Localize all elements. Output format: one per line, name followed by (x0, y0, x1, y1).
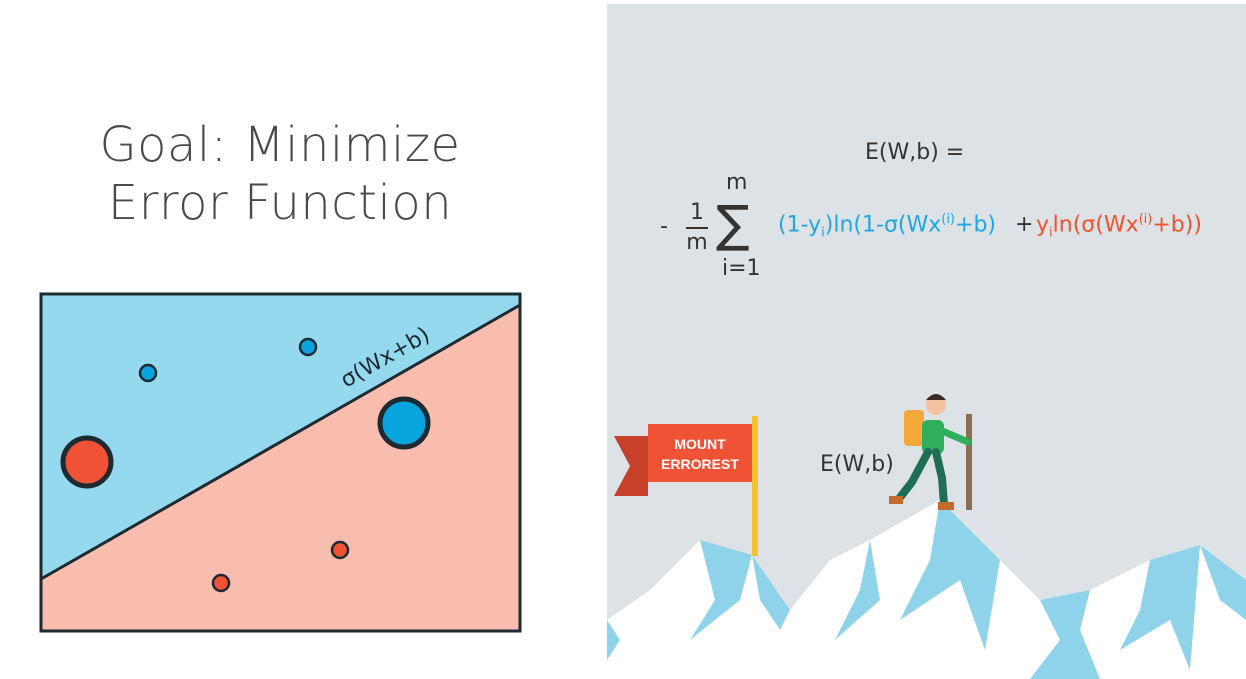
formula-plus: + (1015, 212, 1034, 237)
ice-shadow-4 (835, 540, 880, 640)
sum-lower-limit: i=1 (722, 256, 761, 281)
flag-pole (752, 416, 758, 556)
sigma-icon: ∑ (716, 195, 750, 253)
ice-shadow-3 (900, 500, 1000, 650)
red-region (41, 305, 520, 631)
term1-part-a: (1-y (778, 212, 822, 238)
blue-point-small-1 (138, 363, 158, 383)
hiker-boot-right (938, 502, 954, 510)
ice-shadow-7 (1200, 545, 1246, 620)
flag-tail (614, 436, 648, 496)
red-point-small-1 (330, 540, 350, 560)
blue-point-large-misclassified (377, 396, 431, 450)
sum-upper-limit: m (726, 170, 748, 195)
error-function-lhs: E(W,b) = (865, 140, 965, 165)
walking-stick (966, 414, 972, 510)
term2-part-b: ln(σ(Wx (1052, 212, 1139, 238)
hiker-leg-left (908, 448, 932, 486)
plot-frame (39, 292, 522, 633)
hiker-error-label: E(W,b) (820, 452, 894, 477)
formula-term-positive-class: yiln(σ(Wx(i)+b)) (1036, 212, 1202, 241)
ice-shadow-1 (690, 540, 752, 640)
hiker (889, 394, 972, 510)
slide-title: Goal: Minimize Error Function (0, 116, 560, 232)
decision-boundary (40, 303, 521, 581)
blue-point-small-2 (298, 337, 318, 357)
term1-part-b: )ln(1-σ(Wx (824, 212, 942, 238)
classification-plot: σ(Wx+b) (39, 292, 522, 633)
red-point-large-misclassified (60, 435, 114, 489)
title-line-2: Error Function (107, 175, 453, 231)
fraction-denominator: m (686, 230, 708, 255)
term1-superscript: (i) (941, 212, 956, 227)
backpack (904, 410, 924, 446)
hiker-leg-right (932, 448, 946, 482)
term2-part-c: +b)) (1152, 212, 1202, 238)
red-point-small-2 (211, 573, 231, 593)
hiker-shin-right (938, 474, 948, 508)
hiker-torso (922, 420, 944, 454)
term1-subscript: i (821, 225, 825, 241)
summit-flag: MOUNT ERROREST (614, 416, 758, 556)
ice-shadow-5 (1030, 590, 1100, 679)
fraction-numerator: 1 (690, 200, 704, 225)
fraction-bar (686, 227, 708, 229)
hiker-hair (926, 394, 946, 400)
ice-shadow-6 (1120, 545, 1200, 670)
formula-term-negative-class: (1-yi)ln(1-σ(Wx(i)+b) (778, 212, 996, 241)
blue-region (41, 294, 520, 579)
term2-part-a: y (1036, 212, 1050, 238)
title-line-1: Goal: Minimize (99, 117, 461, 173)
hiker-boot-left (889, 496, 903, 504)
mountain-range (607, 500, 1246, 679)
term2-subscript: i (1049, 225, 1053, 241)
term1-part-c: +b) (955, 212, 996, 238)
ice-shadow-2 (752, 555, 790, 630)
hiker-arm (936, 426, 972, 446)
formula-minus: - (660, 214, 668, 239)
flag-text-line-2: ERROREST (661, 456, 739, 472)
flag-text-line-1: MOUNT (674, 436, 726, 452)
term2-superscript: (i) (1138, 212, 1153, 227)
fraction-one-over-m: 1 m (686, 200, 708, 256)
flag-banner (648, 424, 752, 482)
ice-shadow-8 (607, 620, 620, 660)
